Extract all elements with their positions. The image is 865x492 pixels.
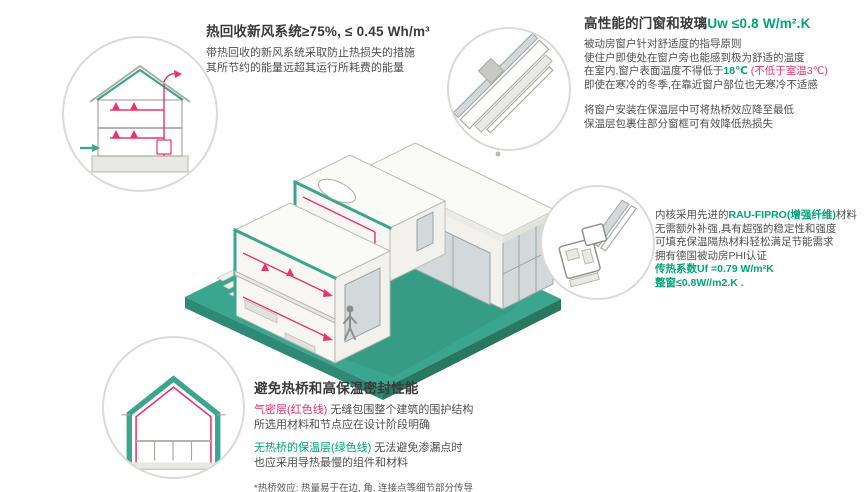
airtight-label: 气密层(红色线) [254,404,328,416]
profile-line-1: 内核采用先进的RAU-FIPRO(增强纤维)材料 [655,209,857,221]
supply-air-arrows [112,102,138,138]
windows-line-3: 在室内,窗户表面温度不得低于18℃ (不低于室温3℃) [584,65,828,77]
thermal-title: 避免热桥和高保温密封性能 [254,381,419,396]
window-corner-icon [452,32,554,134]
windows-title-uvalue: Uw ≤0.8 W/m².K [707,16,811,31]
windows-line-6: 保温层包裹住部分窗框可有效降低热损失 [584,117,773,130]
airtight-layer-line [135,386,212,463]
person-figure [343,305,357,340]
windows-line-5: 将窗户安装在保温层中可将热桥效应降至最低 [584,104,794,116]
window-profile-icon [558,199,638,288]
material-name: RAU-FIPRO(增强纤维) [728,209,836,221]
profile-line-3: 可填充保温隔热材料轻松满足节能需求 [655,236,834,248]
window-corner-circle [447,27,571,151]
insulation-detail-circle [102,336,245,479]
ventilation-line-1: 带热回收的新风系统采取防止热损失的措施 [206,47,415,59]
ventilation-detail-circle [62,36,218,192]
insulation-line-2: 也应采用导热最慢的组件和材料 [254,457,408,469]
insulation-line-1: 无热桥的保温层(绿色线) 无法避免渗漏点时 [254,442,463,454]
temp-note: (不低于室温3℃) [747,65,828,77]
airtight-line-2: 所选用材料和节点应在设计阶段明确 [254,419,430,431]
profile-line-4: 拥有德国被动房PHI认证 [655,249,768,262]
windows-text-block: 高性能的门窗和玻璃Uw ≤0.8 W/m².K 被动房窗户针对舒适度的指导原则 … [584,12,828,131]
windows-line-4: 即使在寒冷的冬季,在靠近窗户部位也无寒冷不适感 [584,78,818,91]
thermal-footnote: *热桥效应: 热量易于在边, 角, 连接点等细节部分传导 [254,483,474,492]
uw-value: 整窗≤0.8W//m2.K . [655,276,744,289]
thermal-text-block: 避免热桥和高保温密封性能 气密层(红色线) 无缝包围整个建筑的围护结构 所选用材… [254,377,473,492]
profile-line-2: 无需额外补强,具有超强的稳定性和强度 [655,222,837,235]
floor-slab [234,270,336,324]
main-house-illustration [165,85,585,415]
bathtub [317,178,357,204]
leader-dot [495,151,501,157]
windows-title-dark: 高性能的门窗和玻璃 [584,16,708,31]
windows-line-1: 被动房窗户针对舒适度的指导原则 [584,38,742,50]
ventilation-section-icon [80,64,191,173]
main-house-svg [185,142,561,400]
windows-line-2: 使住户即使处在窗户旁也能感到极为舒适的温度 [584,51,805,64]
uf-value: 传热系数Uf =0.79 W/m²K [655,263,774,275]
ventilation-text-block: 热回收新风系统≥75%, ≤ 0.45 Wh/m³ 带热回收的新风系统采取防止热… [206,20,430,76]
windows-title: 高性能的门窗和玻璃Uw ≤0.8 W/m².K [584,12,828,32]
ventilation-line-2: 其所节约的能量远超其运行所耗费的能量 [206,62,404,74]
insulation-label: 无热桥的保温层(绿色线) [254,442,372,454]
temp-value: 18℃ [723,65,748,77]
airtight-line-1: 气密层(红色线) 无缝包围整个建筑的围护结构 [254,404,474,416]
insulation-section-icon [119,375,228,470]
ventilation-ducts [242,252,333,341]
profile-text-block: 内核采用先进的RAU-FIPRO(增强纤维)材料 无需额外补强,具有超强的稳定性… [655,209,857,290]
window-profile-circle [540,185,655,300]
ventilation-title: 热回收新风系统≥75%, ≤ 0.45 Wh/m³ [206,24,430,39]
